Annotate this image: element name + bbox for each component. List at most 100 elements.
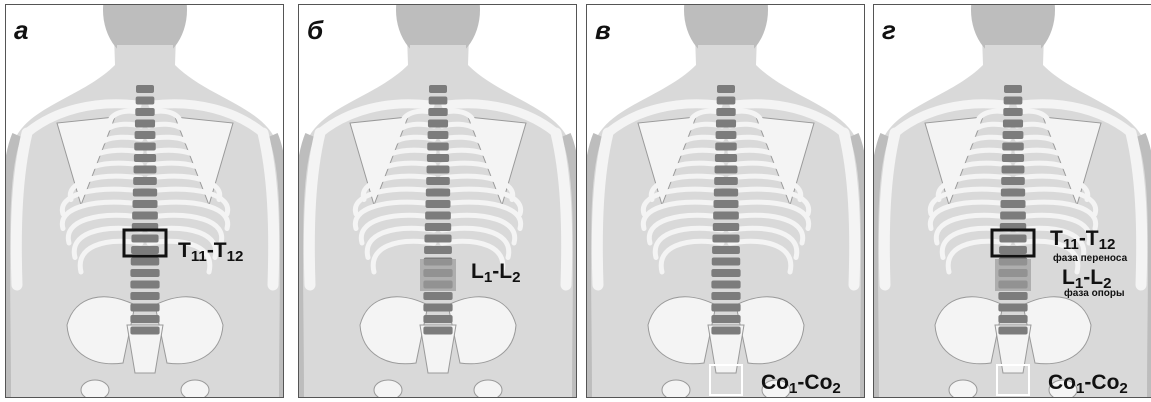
label-co1-co2: Co1-Co2 — [761, 371, 841, 397]
vertebra — [131, 235, 158, 243]
back-skeleton-illustration — [299, 5, 577, 398]
vertebra — [423, 304, 452, 312]
label-t11-t12: T11-T12 — [178, 239, 243, 265]
vertebra — [136, 97, 155, 105]
panel-letter: б — [307, 15, 323, 46]
left-femur-head — [949, 380, 977, 398]
left-femur-head — [374, 380, 402, 398]
vertebra — [426, 177, 450, 185]
panel-letter: а — [14, 15, 28, 46]
vertebra — [1003, 108, 1022, 116]
vertebra — [133, 200, 158, 208]
neck — [410, 45, 466, 85]
back-skeleton-illustration — [587, 5, 865, 398]
vertebra — [425, 212, 451, 220]
vertebra — [717, 85, 735, 93]
label-t11-t12: T11-T12 — [1050, 227, 1115, 253]
vertebra — [998, 304, 1027, 312]
vertebra — [130, 315, 159, 323]
vertebra — [712, 235, 739, 243]
panel-a: а T11-T12 — [5, 4, 284, 398]
vertebra — [999, 246, 1027, 254]
vertebra — [135, 108, 154, 116]
vertebra — [423, 327, 452, 335]
vertebra — [131, 258, 160, 266]
vertebra — [426, 189, 450, 197]
vertebra — [1003, 131, 1024, 139]
vertebra — [711, 281, 740, 289]
vertebra — [715, 143, 737, 151]
note-support-phase: фаза опоры — [1064, 288, 1125, 299]
left-femur-head — [81, 380, 109, 398]
vertebra — [134, 166, 157, 174]
vertebra — [1001, 177, 1025, 185]
vertebra — [1004, 97, 1023, 105]
back-skeleton-illustration — [874, 5, 1151, 398]
vertebra — [133, 177, 157, 185]
vertebra — [425, 223, 451, 231]
vertebra — [711, 292, 740, 300]
right-femur-head — [474, 380, 502, 398]
vertebra — [427, 166, 450, 174]
vertebra — [134, 143, 156, 151]
panel-g: г T11-T12 фаза переноса L1-L2 фаза опоры… — [873, 4, 1151, 398]
vertebra — [715, 166, 738, 174]
back-skeleton-illustration — [6, 5, 284, 398]
vertebra — [136, 85, 154, 93]
vertebra — [712, 258, 741, 266]
vertebra — [131, 246, 159, 254]
vertebra — [998, 327, 1027, 335]
vertebra — [426, 200, 451, 208]
vertebra — [714, 200, 739, 208]
vertebra — [1002, 154, 1024, 162]
vertebra — [711, 327, 740, 335]
vertebra — [130, 327, 159, 335]
vertebra — [711, 269, 740, 277]
right-femur-head — [181, 380, 209, 398]
vertebra — [711, 315, 740, 323]
note-transfer-phase: фаза переноса — [1053, 253, 1127, 264]
vertebra — [134, 154, 156, 162]
panel-letter: в — [595, 15, 611, 46]
vertebra — [998, 315, 1027, 323]
panel-v: в Co1-Co2 — [586, 4, 865, 398]
left-femur-head — [662, 380, 690, 398]
vertebra — [711, 304, 740, 312]
vertebra — [130, 292, 159, 300]
panel-b: б L1-L2 — [298, 4, 577, 398]
vertebra — [132, 212, 158, 220]
vertebra — [423, 292, 452, 300]
vertebra — [428, 131, 449, 139]
vertebra — [424, 246, 452, 254]
vertebra — [716, 120, 736, 128]
vertebra — [998, 292, 1027, 300]
vertebra — [717, 97, 736, 105]
vertebra — [1001, 200, 1026, 208]
vertebra — [1002, 166, 1025, 174]
vertebra — [714, 189, 738, 197]
vertebra — [429, 85, 447, 93]
vertebra — [713, 212, 739, 220]
vertebra — [429, 97, 448, 105]
vertebra — [712, 246, 740, 254]
vertebra — [716, 108, 735, 116]
panel-letter: г — [882, 15, 896, 46]
vertebra — [423, 315, 452, 323]
vertebra — [130, 304, 159, 312]
label-l1-l2: L1-L2 — [471, 260, 520, 286]
neck — [985, 45, 1041, 85]
vertebra — [133, 189, 157, 197]
vertebra — [135, 120, 155, 128]
highlight-l1-l2 — [420, 259, 456, 291]
vertebra — [427, 154, 449, 162]
neck — [698, 45, 754, 85]
neck — [117, 45, 173, 85]
vertebra — [130, 269, 159, 277]
vertebra — [135, 131, 156, 139]
vertebra — [1001, 189, 1025, 197]
vertebra — [716, 131, 737, 139]
vertebra — [714, 177, 738, 185]
vertebra — [1000, 212, 1026, 220]
vertebra — [428, 108, 447, 116]
highlight-l1-l2 — [995, 259, 1031, 291]
